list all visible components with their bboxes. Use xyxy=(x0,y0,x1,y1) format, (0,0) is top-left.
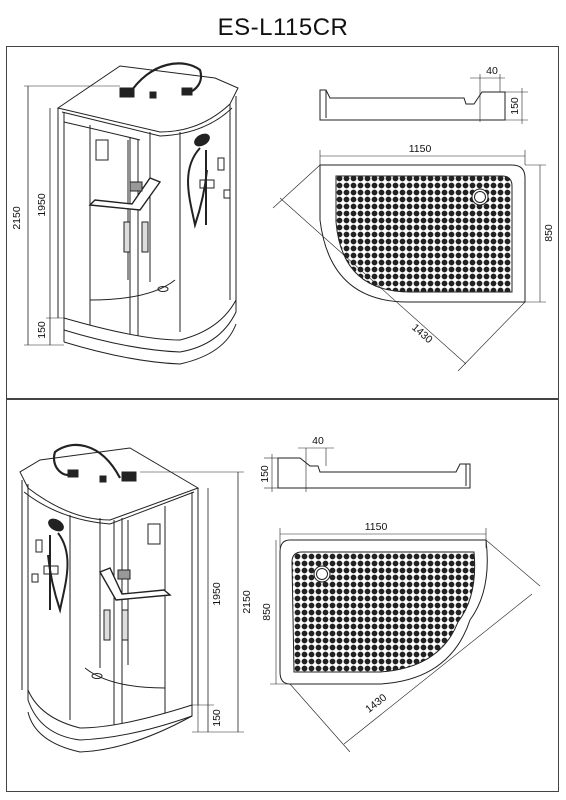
dim-profile-step: 40 xyxy=(486,65,498,77)
dim-tray-height-bottom: 150 xyxy=(211,709,223,727)
dim-profile-step-bottom: 40 xyxy=(312,435,324,447)
model-title: ES-L115CR xyxy=(217,14,349,41)
dim-height-glass: 1950 xyxy=(36,193,48,217)
dim-tray-depth: 850 xyxy=(543,224,555,242)
tray-plan-top xyxy=(272,150,546,372)
dim-tray-diagonal: 1430 xyxy=(409,322,435,346)
panel-left-variant xyxy=(6,399,559,792)
tray-profile-bottom xyxy=(264,447,471,492)
dim-height-glass-bottom: 1950 xyxy=(211,582,223,606)
tray-plan-bottom xyxy=(270,528,541,753)
dim-profile-height: 150 xyxy=(509,97,521,115)
dim-tray-width-bottom: 1150 xyxy=(365,521,388,533)
cabin-bottom-drawing xyxy=(19,443,244,753)
dim-height-total: 2150 xyxy=(11,206,23,230)
dim-tray-width: 1150 xyxy=(409,143,432,155)
panel-right-variant xyxy=(6,46,559,399)
dim-height-total-bottom: 2150 xyxy=(241,590,253,614)
dim-tray-diagonal-bottom: 1430 xyxy=(363,692,389,716)
tray-profile-top xyxy=(319,74,528,124)
cabin-top-drawing xyxy=(24,62,239,365)
dim-tray-depth-bottom: 850 xyxy=(261,603,273,621)
dim-tray-height: 150 xyxy=(36,321,48,339)
dim-profile-height-bottom: 150 xyxy=(259,465,271,483)
